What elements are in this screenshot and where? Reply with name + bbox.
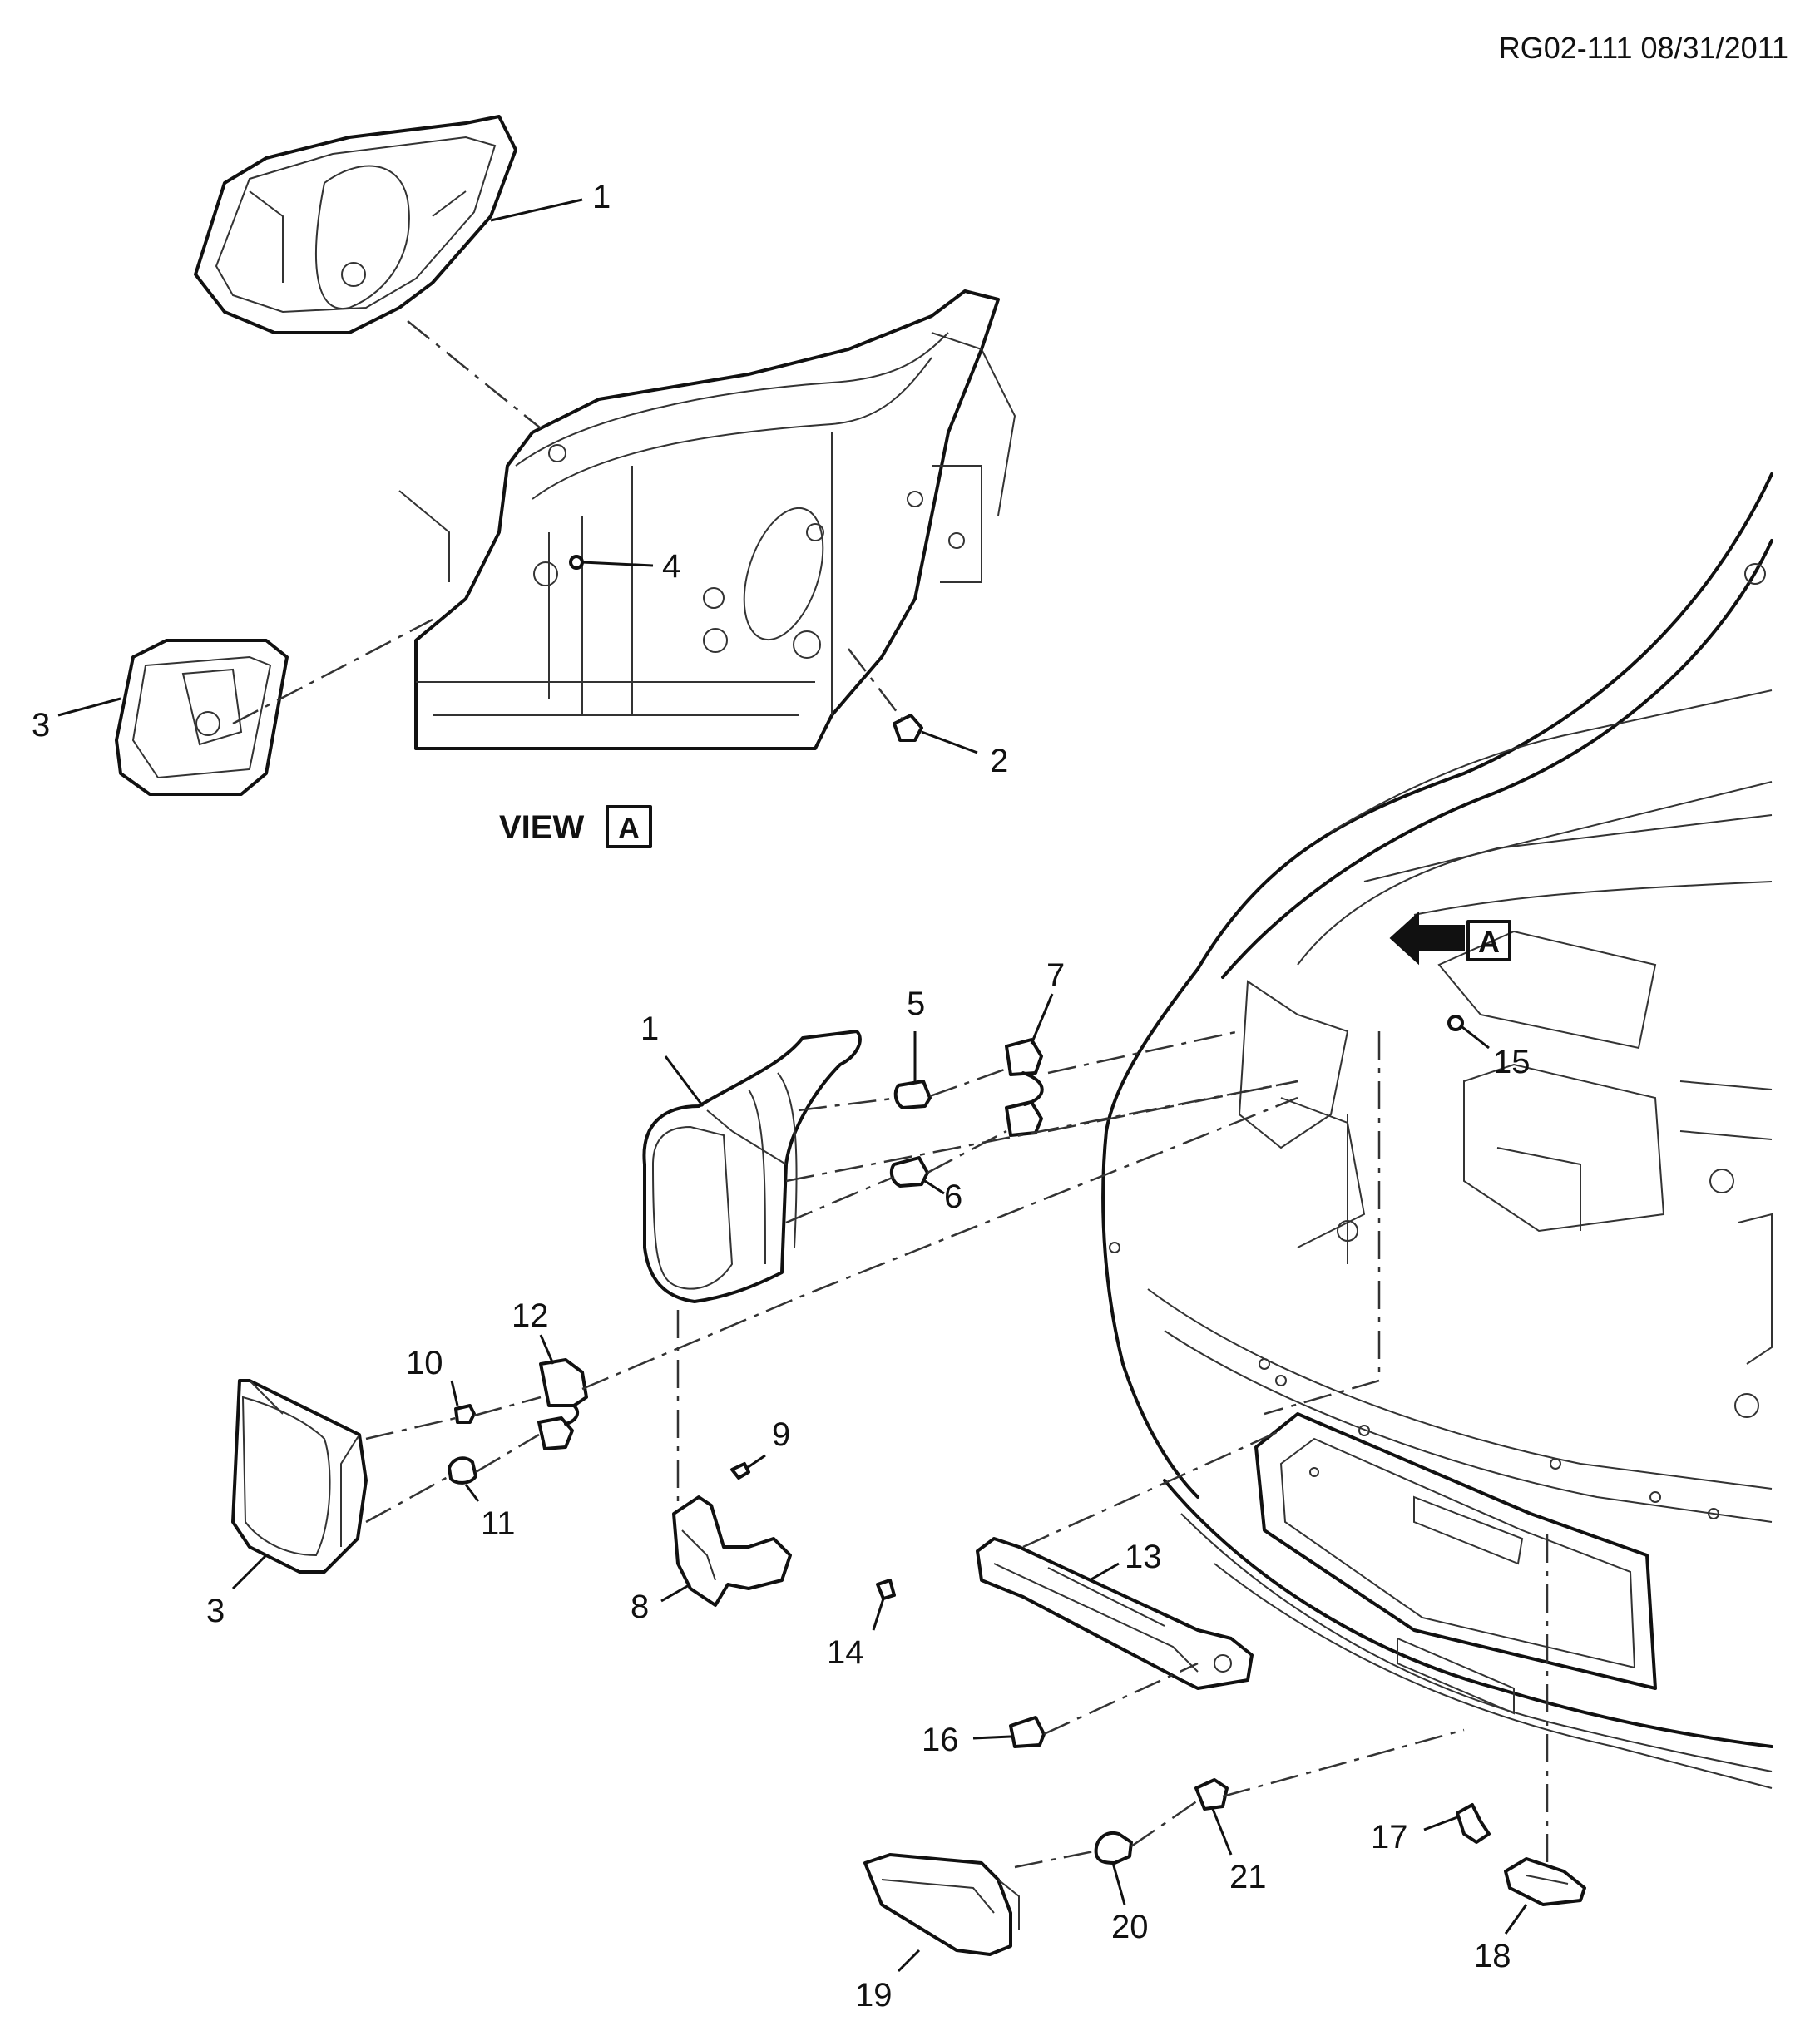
callout-18: 18 <box>1474 1938 1511 1974</box>
view-a-inset <box>398 289 1016 750</box>
part-14-clip <box>876 1579 896 1600</box>
part-16-socket <box>1009 1716 1046 1748</box>
document-id: RG02-111 08/31/2011 <box>1499 31 1788 65</box>
arrow-letter: A <box>1478 925 1500 959</box>
part-9-screw <box>730 1462 750 1480</box>
view-label: VIEW <box>499 809 584 846</box>
part-5-bulb <box>893 1080 932 1109</box>
callout-16: 16 <box>922 1722 959 1758</box>
callout-9: 9 <box>772 1416 790 1453</box>
callout-14: 14 <box>827 1634 864 1671</box>
leader-lines <box>57 198 1528 1973</box>
part-3-inner-lamp <box>231 1379 368 1574</box>
callout-4: 4 <box>662 548 680 585</box>
part-1-top-tail-lamp <box>194 115 517 334</box>
part-3-top-inner-lamp <box>115 639 289 796</box>
callout-5: 5 <box>907 986 925 1022</box>
callout-1: 1 <box>640 1011 659 1047</box>
view-letter-box <box>606 805 652 848</box>
callout-12: 12 <box>512 1297 549 1334</box>
part-12-harness <box>537 1358 588 1450</box>
callout-17: 17 <box>1371 1819 1408 1856</box>
part-17-bulb <box>1456 1803 1491 1844</box>
callout-1-top: 1 <box>592 179 611 215</box>
callout-6: 6 <box>944 1179 962 1215</box>
callout-10: 10 <box>406 1345 443 1381</box>
callout-11: 11 <box>481 1505 516 1542</box>
part-10-bulb <box>454 1404 476 1424</box>
part-18-license-lamp <box>1504 1857 1586 1906</box>
part-11-bulb <box>448 1456 477 1485</box>
part-13-lamp-bar <box>976 1537 1254 1690</box>
part-7-harness <box>1005 1038 1044 1137</box>
nut-15 <box>1447 1015 1464 1031</box>
view-letter: A <box>618 811 640 845</box>
part-8-bracket <box>672 1495 792 1607</box>
callout-labels: 1 2 3 4 1 5 7 6 15 12 10 11 9 3 8 13 14 … <box>32 179 1531 2014</box>
part-21-socket <box>1194 1778 1229 1811</box>
part-1-tail-lamp <box>642 1030 862 1303</box>
callout-21: 21 <box>1229 1859 1267 1895</box>
assembly-lines <box>232 320 1549 1869</box>
callout-2: 2 <box>990 743 1008 779</box>
callout-19: 19 <box>855 1977 893 2014</box>
part-19-rear-lamp <box>863 1853 1020 1956</box>
view-arrow: A <box>1389 911 1511 966</box>
callout-8: 8 <box>631 1589 649 1625</box>
callout-13: 13 <box>1125 1539 1162 1575</box>
part-20-bulb <box>1094 1831 1133 1865</box>
nut-4 <box>569 555 584 570</box>
part-2-push-pin <box>893 714 923 742</box>
callout-15: 15 <box>1493 1044 1531 1080</box>
callout-3: 3 <box>206 1593 225 1629</box>
vehicle-rear <box>1101 472 1773 1789</box>
callout-3-top: 3 <box>32 707 50 744</box>
part-6-bulb <box>889 1156 929 1188</box>
callout-7: 7 <box>1046 957 1065 994</box>
callout-20: 20 <box>1111 1909 1149 1945</box>
